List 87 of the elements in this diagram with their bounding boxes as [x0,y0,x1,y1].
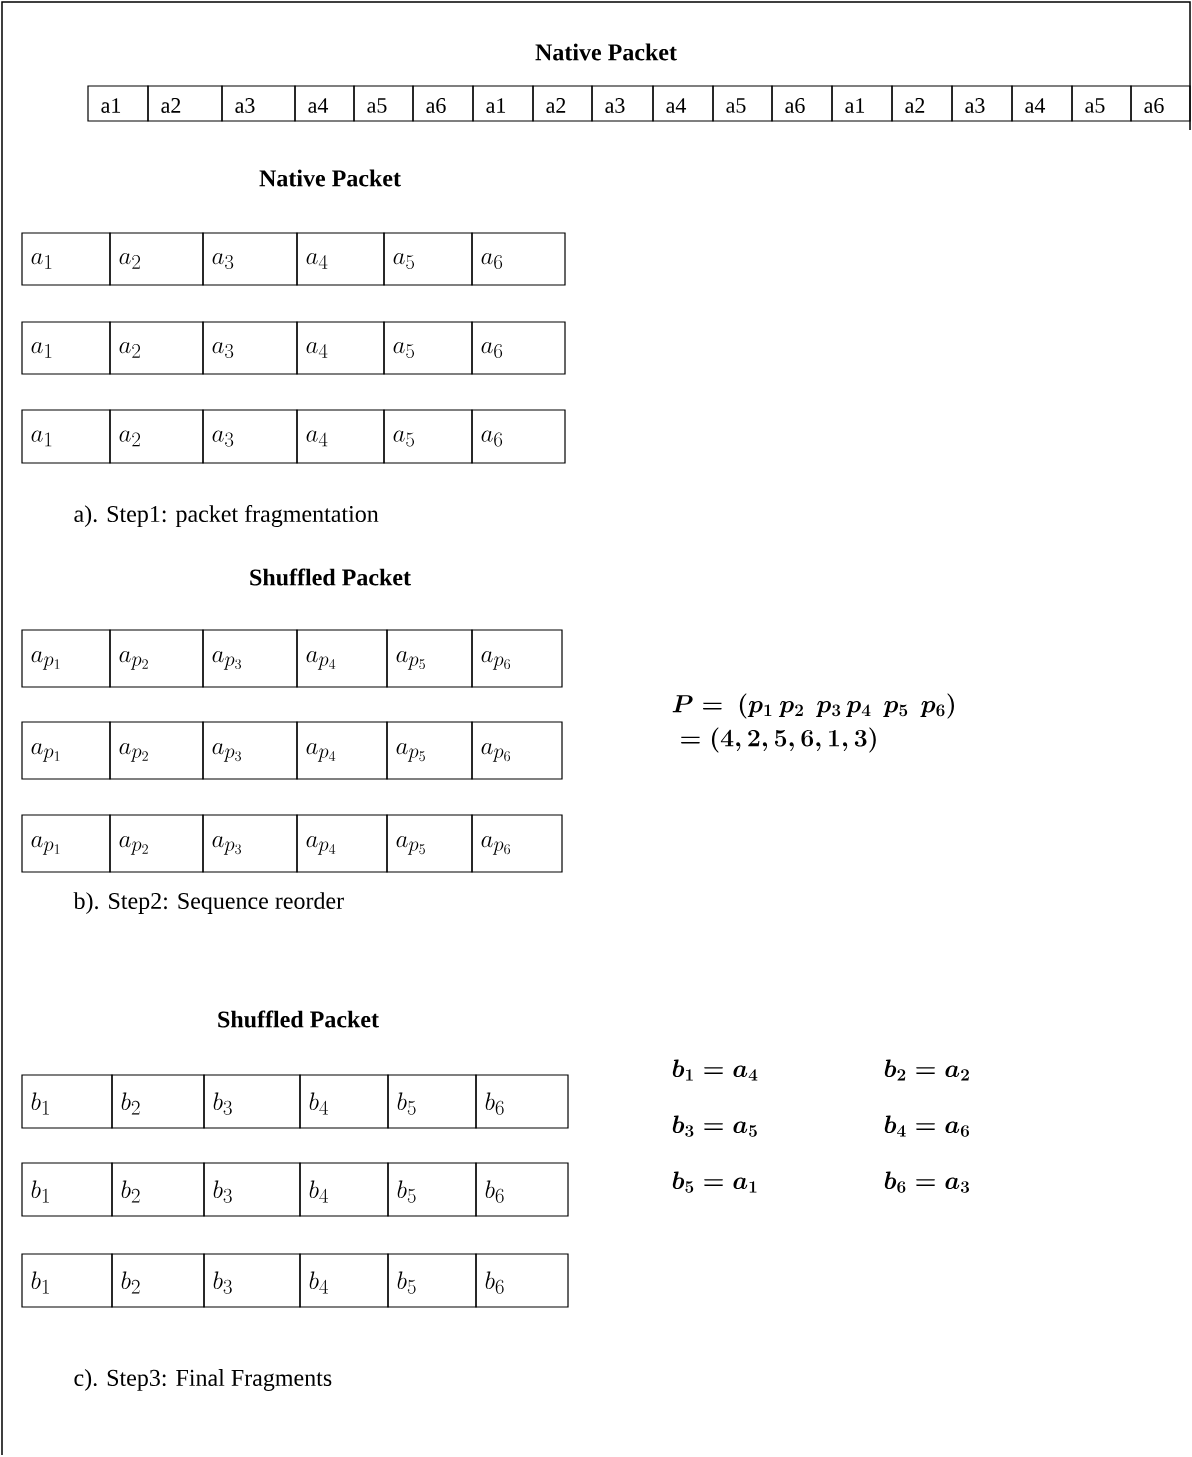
equation: $b_2 = a_2$ [884,1059,969,1081]
table-cell: a4 [652,85,714,122]
table-cell: $a_2$ [109,321,204,375]
table-cell: $a_3$ [202,409,298,464]
table-cell: a3 [591,85,654,122]
table-cell: $b_2$ [111,1074,205,1129]
table-cell: $a_{p_2}$ [109,629,204,688]
heading: Native Packet [535,43,677,61]
table-cell: $b_1$ [21,1074,113,1129]
table-cell: $b_6$ [475,1074,569,1129]
table-cell: $b_4$ [299,1162,389,1217]
table-cell: $a_{p_4}$ [296,814,388,873]
heading: Shuffled Packet [218,1010,379,1028]
table-cell: $b_1$ [21,1162,113,1217]
table-cell: $a_{p_5}$ [386,814,473,873]
table-cell: $b_4$ [299,1253,389,1308]
table-cell: a3 [221,85,296,122]
table-cell: a6 [412,85,474,122]
table-cell: $a_{p_6}$ [471,629,563,688]
table-cell: a2 [891,85,953,122]
table-cell: $a_1$ [21,409,111,464]
table-cell: $a_5$ [383,321,473,375]
table-cell: a4 [1011,85,1073,122]
table-cell: $a_{p_6}$ [471,721,563,780]
table-cell: a5 [353,85,414,122]
table-cell: $a_1$ [21,321,111,375]
equation: $b_5 = a_1$ [672,1171,757,1193]
table-cell: $b_5$ [387,1253,477,1308]
caption: c). Step3: Final Fragments [74,1369,332,1391]
table-cell: $a_5$ [383,232,473,286]
table-cell: $a_4$ [296,409,385,464]
table-cell: a1 [472,85,534,122]
table-cell: $a_5$ [383,409,473,464]
table-cell: $b_3$ [203,1074,301,1129]
table-cell: $a_2$ [109,232,204,286]
table-cell: a1 [87,85,149,122]
equation: $P = \ (p_1\ p_2\ \ p_3\, p_4\ \ p_5\ \ p_6)$ [672,693,954,719]
caption: a). Step1: packet fragmentation [74,505,379,528]
table-cell: $b_2$ [111,1162,205,1217]
table-cell: $a_4$ [296,232,385,286]
table-cell: $a_{p_4}$ [296,629,388,688]
table-cell: a5 [712,85,773,122]
heading: Native Packet [259,169,401,187]
table-cell: $b_5$ [387,1074,477,1129]
table-cell: a2 [147,85,223,122]
table-cell: a2 [532,85,593,122]
table-cell: $b_6$ [475,1162,569,1217]
equation: $= (4, 2, 5, 6, 1, 3)$ [681,727,876,753]
table-cell: $a_3$ [202,321,298,375]
table-cell: $a_{p_5}$ [386,721,473,780]
table-cell: a3 [951,85,1013,122]
table-cell: $a_{p_3}$ [202,629,298,688]
table-cell: a6 [771,85,833,122]
table-cell: $a_{p_3}$ [202,721,298,780]
table-cell: $a_6$ [471,321,566,375]
table-cell: $a_{p_6}$ [471,814,563,873]
table-cell: a4 [294,85,355,122]
table-cell: $b_3$ [203,1162,301,1217]
table-cell: $a_3$ [202,232,298,286]
table-cell: $b_4$ [299,1074,389,1129]
table-cell: $a_2$ [109,409,204,464]
caption: b). Step2: Sequence reorder [73,892,344,914]
table-cell: $a_{p_4}$ [296,721,388,780]
table-cell: $a_{p_2}$ [109,814,204,873]
equation: $b_1 = a_4$ [672,1059,758,1081]
table-cell: $a_{p_2}$ [109,721,204,780]
table-cell: $b_1$ [21,1253,113,1308]
table-cell: $b_2$ [111,1253,205,1308]
table-cell: a5 [1071,85,1132,122]
table-cell: $a_{p_1}$ [21,814,111,873]
equation: $b_6 = a_3$ [884,1171,969,1193]
table-cell: a6 [1130,85,1191,122]
table-cell: $a_6$ [471,409,566,464]
table-cell: $a_{p_1}$ [21,721,111,780]
table-cell: $a_{p_3}$ [202,814,298,873]
table-cell: $a_6$ [471,232,566,286]
table-cell: $b_3$ [203,1253,301,1308]
equation: $b_4 = a_6$ [884,1115,969,1137]
table-cell: $b_6$ [475,1253,569,1308]
equation: $b_3 = a_5$ [672,1115,757,1137]
table-cell: $b_5$ [387,1162,477,1217]
table-cell: $a_{p_1}$ [21,629,111,688]
table-cell: $a_4$ [296,321,385,375]
table-cell: $a_{p_5}$ [386,629,473,688]
table-cell: $a_1$ [21,232,111,286]
table-cell: a1 [831,85,893,122]
heading: Shuffled Packet [250,568,411,586]
